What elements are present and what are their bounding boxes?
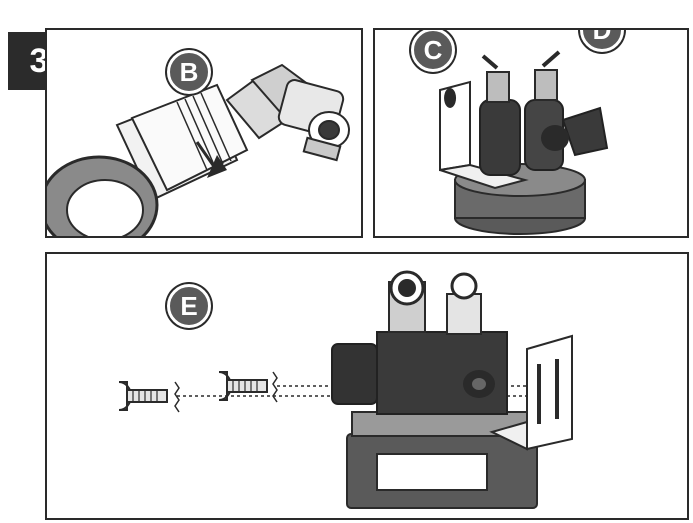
panel-cd-assembled-head: C D	[373, 28, 689, 238]
fitting-thread-illustration	[47, 63, 350, 236]
callout-c: C	[411, 30, 455, 72]
callout-b: B	[167, 50, 211, 94]
bracket-mount-illustration	[118, 270, 573, 509]
callout-e: E	[167, 284, 211, 328]
panel-e-bracket-mount: E	[45, 252, 689, 520]
panel-b-fitting-install: B	[45, 28, 363, 238]
head-assembly-illustration	[439, 50, 609, 235]
